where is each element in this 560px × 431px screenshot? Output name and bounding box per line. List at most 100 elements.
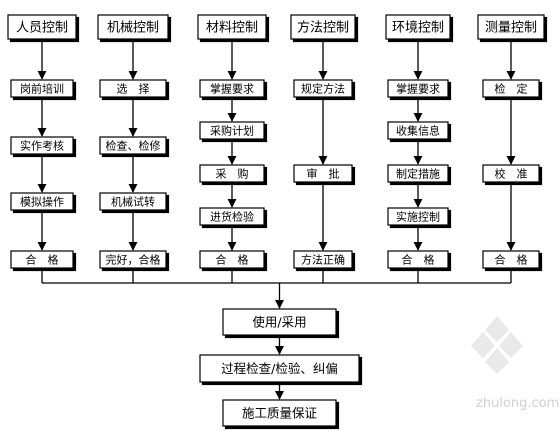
step-2-4-frame bbox=[199, 250, 265, 269]
step-3-2: 方法正确 bbox=[293, 250, 353, 269]
connector-lines bbox=[37, 42, 516, 400]
watermark-text: zhulong.com bbox=[476, 396, 559, 411]
step-3-0-label: 规定方法 bbox=[301, 81, 345, 95]
bottom-box-2-label: 施工质量保证 bbox=[242, 406, 318, 421]
step-1-2: 机械试转 bbox=[99, 192, 167, 211]
header-4: 环境控制 bbox=[385, 14, 451, 40]
step-1-3: 完好，合格 bbox=[99, 250, 167, 269]
step-2-3-frame bbox=[199, 207, 265, 226]
step-5-2-label: 合 格 bbox=[495, 252, 528, 266]
step-0-2-label: 模拟操作 bbox=[20, 194, 64, 208]
step-4-1-frame bbox=[387, 121, 449, 140]
step-4-0-label: 掌握要求 bbox=[396, 81, 440, 95]
step-1-2-frame bbox=[99, 192, 167, 211]
step-1-3-frame bbox=[99, 250, 167, 269]
step-5-2-frame bbox=[482, 250, 540, 269]
step-4-3-label: 实施控制 bbox=[396, 209, 440, 223]
step-3-0: 规定方法 bbox=[293, 79, 353, 98]
step-2-1-frame bbox=[199, 121, 265, 140]
step-2-4-label: 合 格 bbox=[216, 252, 249, 266]
step-5-0-label: 检 定 bbox=[495, 81, 528, 95]
step-4-0-frame bbox=[387, 79, 449, 98]
step-2-2: 采 购 bbox=[199, 164, 265, 183]
header-3-label: 方法控制 bbox=[297, 20, 349, 36]
step-4-4: 合 格 bbox=[387, 250, 449, 269]
header-3: 方法控制 bbox=[290, 14, 356, 40]
step-0-3-label: 合 格 bbox=[26, 252, 59, 266]
step-4-0: 掌握要求 bbox=[387, 79, 449, 98]
step-0-0: 岗前培训 bbox=[10, 79, 74, 98]
step-1-0: 选 择 bbox=[99, 79, 167, 98]
bottom-box-1: 过程检查/检验、纠偏 bbox=[199, 354, 360, 383]
watermark: zhulong.com bbox=[471, 316, 559, 411]
step-1-1: 检查、检修 bbox=[99, 136, 167, 155]
step-4-2-label: 制定措施 bbox=[396, 166, 440, 180]
step-3-1-frame bbox=[293, 164, 353, 183]
step-4-4-label: 合 格 bbox=[402, 252, 435, 266]
step-0-1-label: 实作考核 bbox=[20, 138, 64, 152]
step-4-1: 收集信息 bbox=[387, 121, 449, 140]
header-1-frame bbox=[97, 14, 169, 40]
step-3-2-frame bbox=[293, 250, 353, 269]
header-1: 机械控制 bbox=[97, 14, 169, 40]
header-4-label: 环境控制 bbox=[392, 21, 444, 36]
bottom-box-2: 施工质量保证 bbox=[222, 399, 337, 427]
step-2-0-frame bbox=[199, 79, 265, 98]
step-1-1-label: 检查、检修 bbox=[106, 138, 161, 152]
step-2-0: 掌握要求 bbox=[199, 79, 265, 98]
bottom-box-2-frame bbox=[222, 399, 337, 427]
header-2: 材料控制 bbox=[197, 14, 267, 40]
step-2-3-label: 进货检验 bbox=[210, 209, 254, 223]
step-1-2-label: 机械试转 bbox=[111, 194, 155, 208]
step-2-4: 合 格 bbox=[199, 250, 265, 269]
step-1-3-label: 完好，合格 bbox=[106, 252, 161, 266]
header-5-label: 测量控制 bbox=[485, 21, 537, 36]
bottom-box-0: 使用/采用 bbox=[222, 308, 337, 336]
step-0-3-frame bbox=[10, 250, 74, 269]
step-4-2-frame bbox=[387, 164, 449, 183]
step-0-0-frame bbox=[10, 79, 74, 98]
bottom-box-1-label: 过程检查/检验、纠偏 bbox=[221, 361, 338, 376]
header-1-label: 机械控制 bbox=[107, 21, 159, 36]
step-1-0-label: 选 择 bbox=[117, 81, 150, 95]
step-2-2-label: 采 购 bbox=[216, 166, 249, 180]
step-2-2-frame bbox=[199, 164, 265, 183]
step-1-1-frame bbox=[99, 136, 167, 155]
step-0-3: 合 格 bbox=[10, 250, 74, 269]
step-2-1-label: 采购计划 bbox=[210, 123, 254, 137]
header-2-frame bbox=[197, 14, 267, 40]
header-0-label: 人员控制 bbox=[16, 21, 68, 36]
step-5-1-frame bbox=[482, 164, 540, 183]
bottom-box-0-label: 使用/采用 bbox=[252, 315, 306, 330]
step-4-3-frame bbox=[387, 207, 449, 226]
step-3-1-label: 审 批 bbox=[307, 166, 340, 180]
watermark-logo bbox=[471, 316, 523, 374]
header-3-frame bbox=[290, 14, 356, 40]
step-4-2: 制定措施 bbox=[387, 164, 449, 183]
step-5-1-label: 校 准 bbox=[495, 166, 528, 180]
header-4-frame bbox=[385, 14, 451, 40]
step-0-2-frame bbox=[10, 192, 74, 211]
header-5: 测量控制 bbox=[477, 14, 545, 40]
step-0-0-label: 岗前培训 bbox=[20, 81, 64, 95]
step-3-0-frame bbox=[293, 79, 353, 98]
header-5-frame bbox=[477, 14, 545, 40]
header-0: 人员控制 bbox=[7, 14, 77, 40]
bottom-box-1-frame bbox=[199, 354, 360, 383]
header-0-frame bbox=[7, 14, 77, 40]
header-2-label: 材料控制 bbox=[206, 21, 258, 36]
step-5-0-frame bbox=[482, 79, 540, 98]
bottom-box-0-frame bbox=[222, 308, 337, 336]
step-1-0-frame bbox=[99, 79, 167, 98]
step-2-0-label: 掌握要求 bbox=[210, 81, 254, 95]
step-4-3: 实施控制 bbox=[387, 207, 449, 226]
step-5-2: 合 格 bbox=[482, 250, 540, 269]
step-5-0: 检 定 bbox=[482, 79, 540, 98]
step-2-3: 进货检验 bbox=[199, 207, 265, 226]
step-0-1: 实作考核 bbox=[10, 136, 74, 155]
step-4-4-frame bbox=[387, 250, 449, 269]
step-5-1: 校 准 bbox=[482, 164, 540, 183]
step-4-1-label: 收集信息 bbox=[396, 123, 440, 137]
